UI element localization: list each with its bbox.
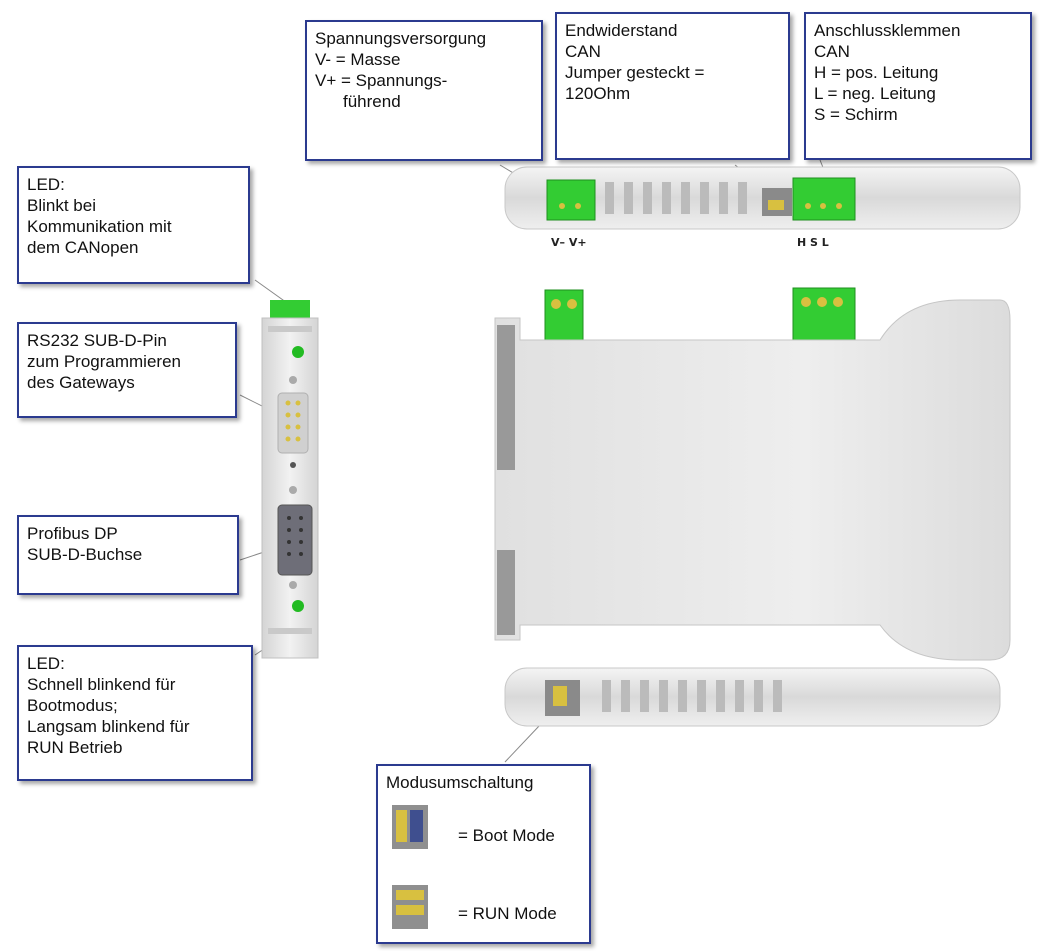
- callout-line: LED:: [27, 654, 65, 673]
- callout-line: L = neg. Leitung: [814, 84, 936, 103]
- callout-line: zum Programmieren: [27, 352, 181, 371]
- callout-line: des Gateways: [27, 373, 135, 392]
- callout-line: dem CANopen: [27, 238, 139, 257]
- front-terminals: [544, 287, 856, 343]
- run-mode-label: = RUN Mode: [458, 904, 557, 923]
- callout-line: RUN Betrieb: [27, 738, 123, 757]
- callout-line: Langsam blinkend für: [27, 717, 190, 736]
- callout-power-supply: Spannungsversorgung V- = Masse V+ = Span…: [305, 20, 543, 161]
- callout-line: LED:: [27, 175, 65, 194]
- callout-line: Jumper gesteckt =: [565, 63, 705, 82]
- callout-line: Anschlussklemmen: [814, 21, 961, 40]
- mode-switch-legend: Modusumschaltung: [376, 764, 591, 944]
- callout-line: S = Schirm: [814, 105, 898, 124]
- side-view: [261, 300, 319, 659]
- callout-line: V+ = Spannungs-: [315, 71, 448, 90]
- callout-led-communication: LED: Blinkt bei Kommunikation mit dem CA…: [17, 166, 250, 284]
- callout-line: Schnell blinkend für: [27, 675, 176, 694]
- front-view: [494, 299, 1011, 661]
- callout-line: Profibus DP: [27, 524, 118, 543]
- callout-line: Spannungsversorgung: [315, 29, 487, 48]
- callout-line: Bootmodus;: [27, 696, 118, 715]
- callout-line: CAN: [814, 42, 850, 61]
- callout-profibus: Profibus DP SUB-D-Buchse: [17, 515, 239, 595]
- boot-mode-label: = Boot Mode: [458, 826, 555, 845]
- callout-rs232: RS232 SUB-D-Pin zum Programmieren des Ga…: [17, 322, 237, 418]
- boot-mode-icon: [392, 805, 428, 849]
- callout-led-status: LED: Schnell blinkend für Bootmodus; Lan…: [17, 645, 253, 781]
- can-terminal-label: H S L: [797, 236, 829, 249]
- run-mode-icon: [392, 885, 428, 929]
- callout-line: Blinkt bei: [27, 196, 96, 215]
- callout-line: RS232 SUB-D-Pin: [27, 331, 167, 350]
- callout-can-terminals: Anschlussklemmen CAN H = pos. Leitung L …: [804, 12, 1032, 160]
- callout-line: V- = Masse: [315, 50, 401, 69]
- callout-line: SUB-D-Buchse: [27, 545, 143, 564]
- bottom-view: [504, 667, 1001, 727]
- callout-line: Endwiderstand: [565, 21, 678, 40]
- top-view: [504, 166, 1021, 230]
- callout-line: führend: [343, 92, 401, 111]
- callout-line: CAN: [565, 42, 601, 61]
- callout-line: H = pos. Leitung: [814, 63, 939, 82]
- callout-line: 120Ohm: [565, 84, 631, 103]
- power-terminal-label: V– V+: [551, 236, 587, 249]
- callout-line: Kommunikation mit: [27, 217, 172, 236]
- callout-termination-resistor: Endwiderstand CAN Jumper gesteckt = 120O…: [555, 12, 790, 160]
- mode-switch-title: Modusumschaltung: [386, 773, 534, 792]
